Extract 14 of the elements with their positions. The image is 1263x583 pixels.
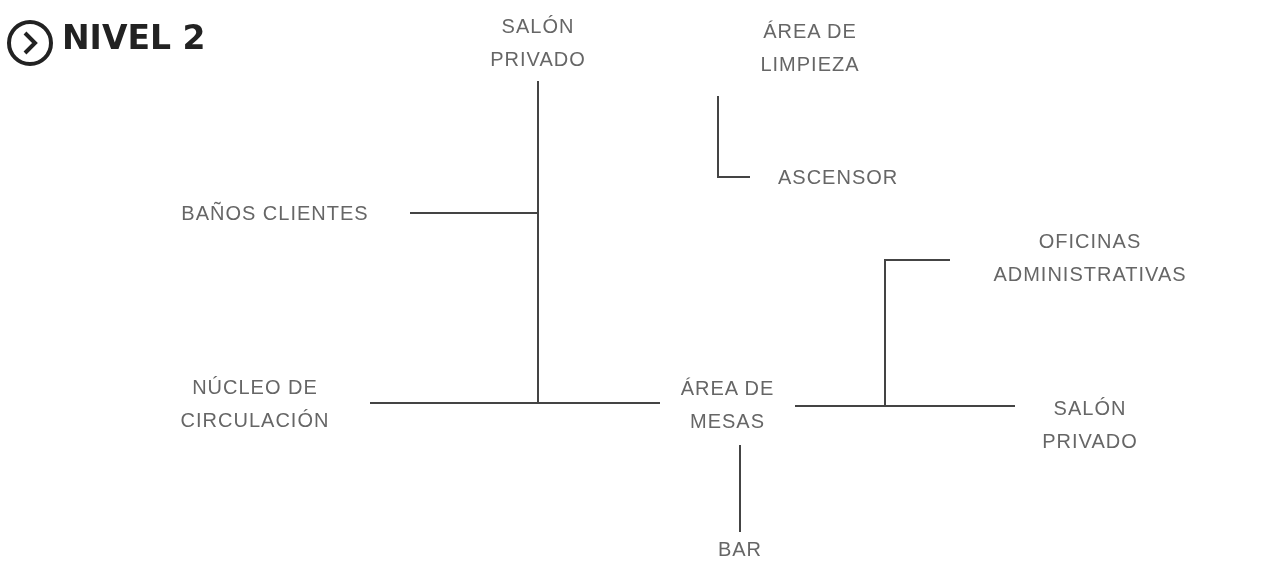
room-label: BAÑOS CLIENTES [181, 200, 369, 226]
room-label: BAR [717, 536, 763, 562]
connector-line [739, 444, 741, 533]
room-label: NÚCLEO DE CIRCULACIÓN [179, 375, 331, 433]
connector-line [717, 95, 751, 178]
room-label: OFICINAS ADMINISTRATIVAS [992, 228, 1188, 287]
connector-line [794, 405, 1016, 407]
room-label: ASCENSOR [778, 164, 899, 190]
room-label: SALÓN PRIVADO [489, 14, 587, 72]
room-label: ÁREA DE MESAS [679, 376, 776, 434]
title: NIVEL 2 [62, 18, 206, 57]
room-label: ÁREA DE LIMPIEZA [759, 19, 861, 77]
connector-line [409, 212, 661, 404]
room-label: SALÓN PRIVADO [1041, 396, 1139, 454]
